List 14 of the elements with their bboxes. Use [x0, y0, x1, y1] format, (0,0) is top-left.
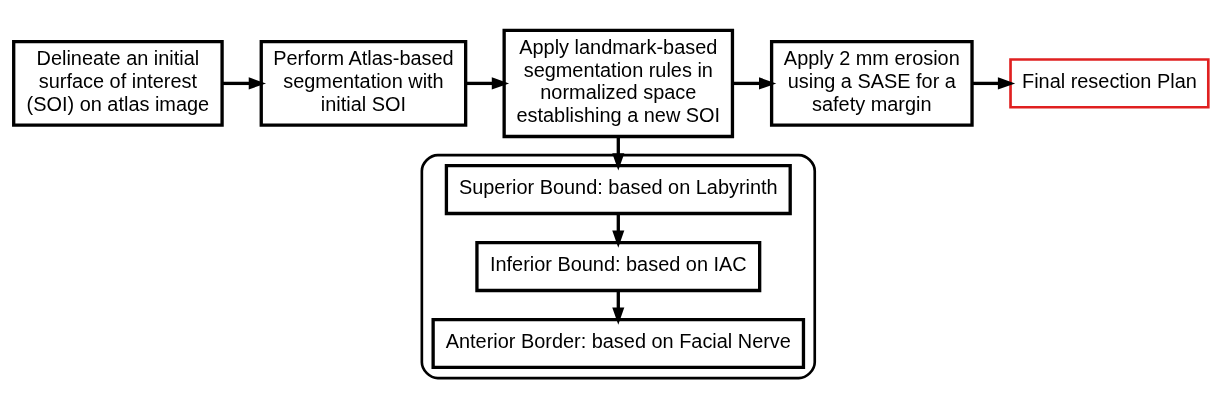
node-box: Superior Bound: based on Labyrinth [444, 163, 792, 215]
node-box: Anterior Border: based on Facial Nerve [431, 317, 806, 369]
arrow [222, 76, 267, 89]
node-box: Inferior Bound: based on IAC [475, 240, 762, 292]
node-box: Final resection Plan [1009, 57, 1210, 109]
node-box: Perform Atlas-based segmentation with initial SOI [259, 39, 468, 127]
node-box: Apply landmark-based segmentation rules in normalized space establishing a new SOI [502, 28, 735, 138]
node-box: Delineate an initial surface of interest (SOI) on atlas image [12, 39, 224, 127]
arrow [466, 76, 510, 89]
node-box: Apply 2 mm erosion using a SASE for a safety margin [769, 39, 974, 127]
arrow [972, 76, 1016, 89]
arrow [612, 213, 625, 248]
arrow [732, 76, 777, 89]
arrow [612, 290, 625, 325]
